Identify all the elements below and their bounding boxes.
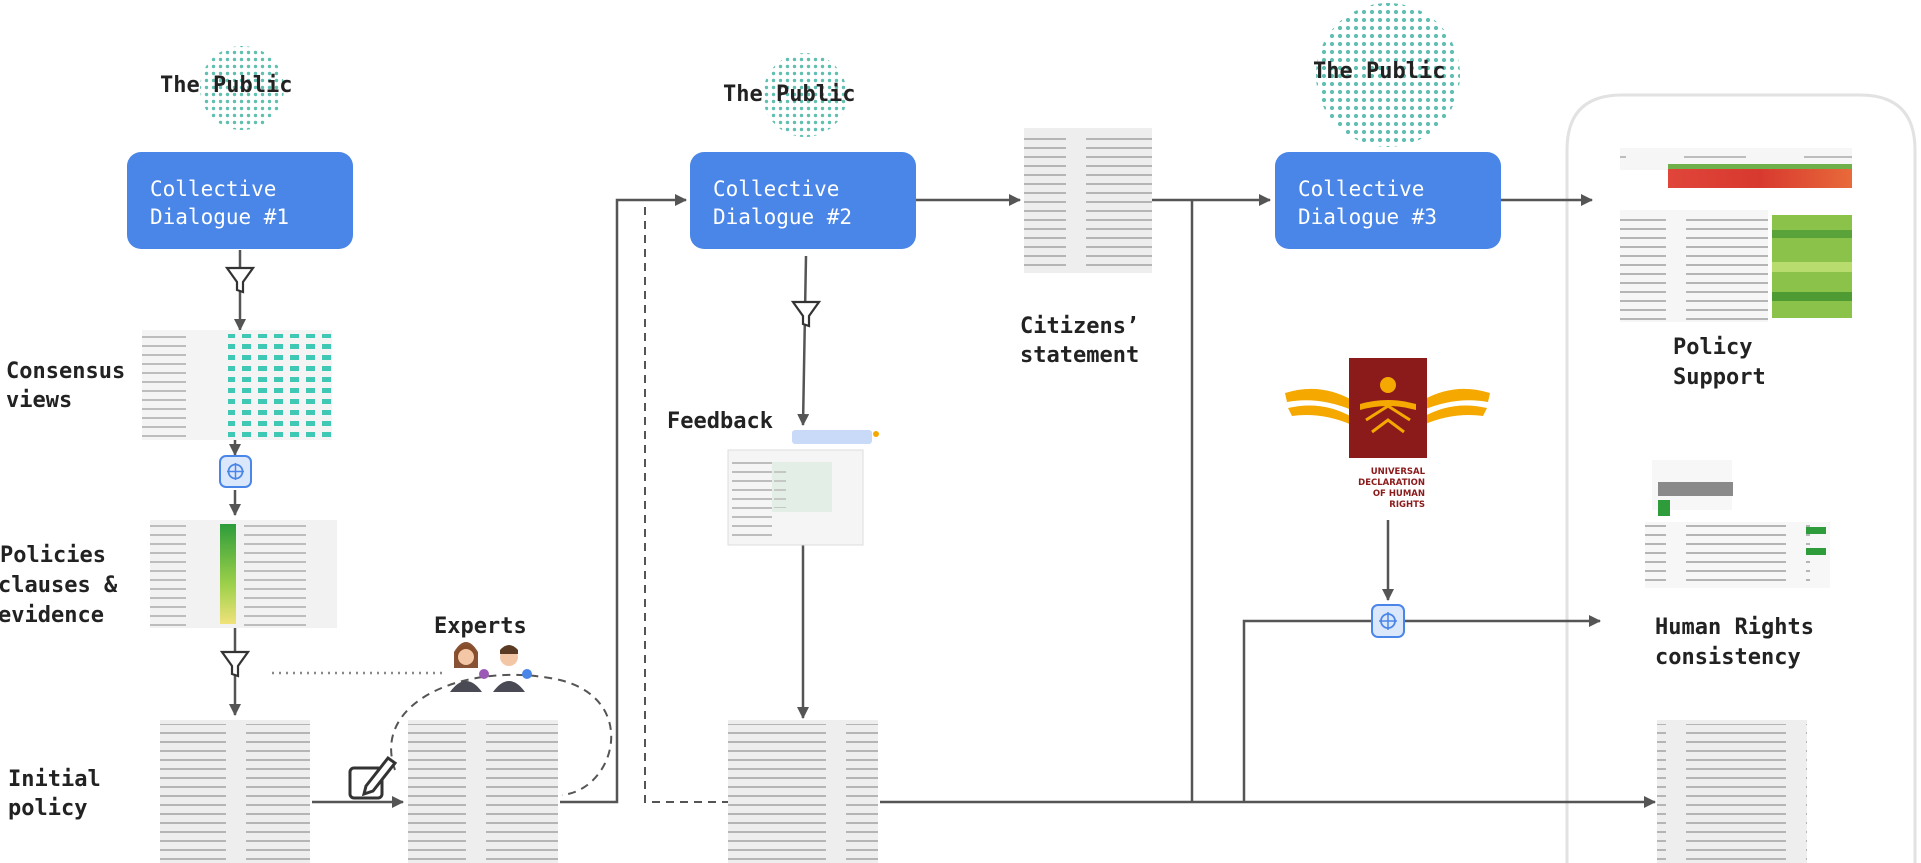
experts-label: Experts (434, 614, 527, 639)
initial-policy-document (160, 720, 310, 863)
dashed-connector (644, 200, 730, 803)
initial-policy-label: policy (8, 796, 87, 821)
filter-funnel-icon (219, 650, 251, 678)
citizens-statement-label: statement (1020, 343, 1139, 368)
policy-support-label: Policy (1673, 335, 1752, 360)
svg-text:DECLARATION: DECLARATION (1358, 478, 1425, 488)
human-rights-chart (1645, 460, 1830, 588)
experts-people-icon (450, 642, 532, 692)
svg-text:Dialogue #1: Dialogue #1 (150, 205, 289, 229)
svg-text:RIGHTS: RIGHTS (1389, 500, 1425, 510)
citizens-statement-label: Citizens’ (1020, 314, 1139, 339)
crowd-icon (200, 46, 284, 130)
svg-text:Collective: Collective (150, 177, 276, 201)
collective-dialogue-1-box: Collective Dialogue #1 (127, 152, 353, 249)
crowd-icon (1316, 3, 1460, 147)
results-panel (1565, 93, 1917, 863)
consensus-views-thumbnail (142, 330, 332, 440)
policies-clauses-thumbnail (150, 520, 337, 628)
policies-clauses-label: clauses & (0, 573, 118, 598)
svg-text:Dialogue #2: Dialogue #2 (713, 205, 852, 229)
udhr-logo: UNIVERSAL DECLARATION OF HUMAN RIGHTS (1285, 358, 1490, 510)
consensus-views-label: Consensus (6, 359, 125, 384)
citizens-statement-document (1024, 128, 1152, 273)
svg-text:OF HUMAN: OF HUMAN (1373, 489, 1425, 499)
policies-clauses-label: Policies (0, 543, 106, 568)
public-label-3: The Public (1313, 59, 1445, 84)
expert-loop (390, 673, 613, 796)
edit-pencil-icon (348, 755, 398, 800)
policy-support-chart (1620, 148, 1852, 322)
filter-funnel-icon (224, 266, 256, 294)
connectors (229, 194, 1656, 808)
collective-dialogue-2-box: Collective Dialogue #2 (690, 152, 916, 249)
feedback-screenshot (727, 430, 879, 546)
feedback-label: Feedback (667, 409, 773, 434)
consensus-views-label: views (6, 388, 72, 413)
svg-text:Collective: Collective (1298, 177, 1424, 201)
edited-policy-document (408, 720, 558, 863)
public-label-2: The Public (723, 82, 855, 107)
svg-text:Dialogue #3: Dialogue #3 (1298, 205, 1437, 229)
policies-clauses-label: evidence (0, 603, 104, 628)
svg-text:Collective: Collective (713, 177, 839, 201)
initial-policy-label: Initial (8, 767, 101, 792)
collective-dialogue-3-box: Collective Dialogue #3 (1275, 152, 1501, 249)
human-rights-label: Human Rights (1655, 615, 1814, 640)
ai-model-icon (219, 455, 252, 488)
human-rights-label: consistency (1655, 645, 1801, 670)
policy-support-label: Support (1673, 365, 1766, 390)
public-label-1: The Public (160, 73, 292, 98)
svg-text:UNIVERSAL: UNIVERSAL (1371, 467, 1426, 477)
ai-model-icon (1371, 604, 1405, 638)
filter-funnel-icon (790, 300, 822, 328)
revised-policy-document (728, 720, 878, 863)
final-policy-document (1657, 720, 1807, 863)
crowd-icon (763, 53, 847, 137)
